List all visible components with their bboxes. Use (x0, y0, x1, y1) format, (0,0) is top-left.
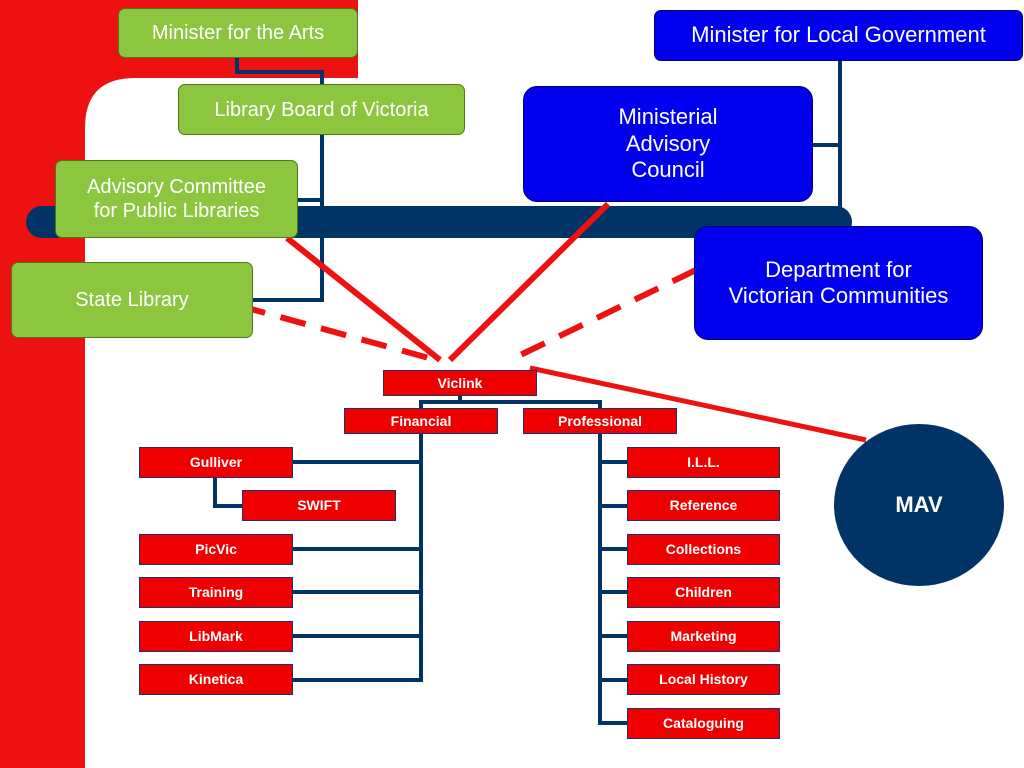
collections-box: Collections (627, 534, 780, 565)
professional-box: Professional (523, 408, 677, 434)
connector-swift (213, 478, 242, 508)
reference-box: Reference (627, 490, 780, 521)
financial-box: Financial (344, 408, 498, 434)
libmark-box: LibMark (139, 621, 293, 652)
local-history-box: Local History (627, 664, 780, 695)
gulliver-box: Gulliver (139, 447, 293, 478)
swift-box: SWIFT (242, 490, 396, 521)
link-council-viclink (447, 201, 611, 363)
link-department-viclink (508, 267, 698, 363)
connector-arts-board (235, 58, 324, 302)
picvic-box: PicVic (139, 534, 293, 565)
advisory-committee-box: Advisory Committee for Public Libraries (55, 160, 298, 238)
training-box: Training (139, 577, 293, 608)
connector-professional-trunk (598, 434, 627, 725)
minister-for-the-arts-box: Minister for the Arts (118, 8, 358, 58)
children-box: Children (627, 577, 780, 608)
link-committee-viclink (285, 235, 442, 363)
department-victorian-communities-box: Department for Victorian Communities (694, 226, 983, 340)
mav-circle: MAV (834, 424, 1004, 586)
minister-for-local-government-box: Minister for Local Government (654, 10, 1023, 61)
state-library-box: State Library (11, 262, 253, 338)
kinetica-box: Kinetica (139, 664, 293, 695)
library-board-box: Library Board of Victoria (178, 84, 465, 135)
viclink-box: Viclink (383, 370, 537, 396)
ill-box: I.L.L. (627, 447, 780, 478)
connector-viclink-branches (419, 400, 602, 408)
ministerial-advisory-council-box: Ministerial Advisory Council (523, 86, 813, 202)
link-statelibrary-viclink (239, 303, 437, 363)
marketing-box: Marketing (627, 621, 780, 652)
connector-financial-trunk (293, 434, 423, 682)
link-viclink-mav (529, 365, 867, 443)
red-curve-corner (85, 78, 135, 128)
left-red-band (0, 0, 85, 768)
cataloguing-box: Cataloguing (627, 708, 780, 739)
